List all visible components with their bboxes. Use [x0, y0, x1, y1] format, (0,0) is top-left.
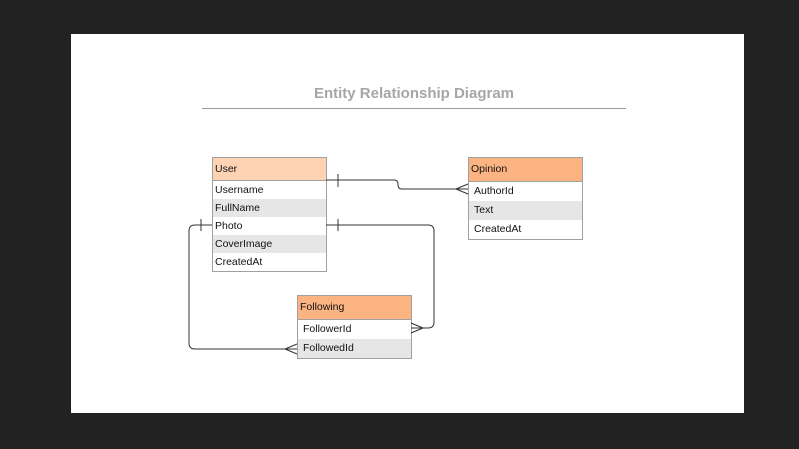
field-opinion-createdat: CreatedAt [474, 223, 522, 235]
entity-following[interactable]: Following FollowerId FollowedId [297, 295, 412, 359]
diagram-title: Entity Relationship Diagram [313, 85, 515, 102]
field-text: Text [469, 201, 582, 220]
title-divider [202, 108, 626, 109]
field-authorid: AuthorId [474, 185, 514, 197]
field-username: Username [215, 184, 264, 196]
field-coverimage: CoverImage [213, 235, 326, 253]
entity-opinion[interactable]: Opinion AuthorId Text CreatedAt [468, 157, 583, 240]
entity-user[interactable]: User Username FullName Photo CoverImage … [212, 157, 327, 272]
entity-user-header: User [213, 158, 326, 181]
field-followerid: FollowerId [303, 323, 352, 335]
field-createdat: CreatedAt [215, 256, 263, 268]
field-fullname: FullName [213, 199, 326, 217]
field-photo: Photo [215, 220, 243, 232]
entity-following-header: Following [298, 296, 411, 320]
field-followedid: FollowedId [298, 339, 411, 358]
entity-opinion-header: Opinion [469, 158, 582, 182]
